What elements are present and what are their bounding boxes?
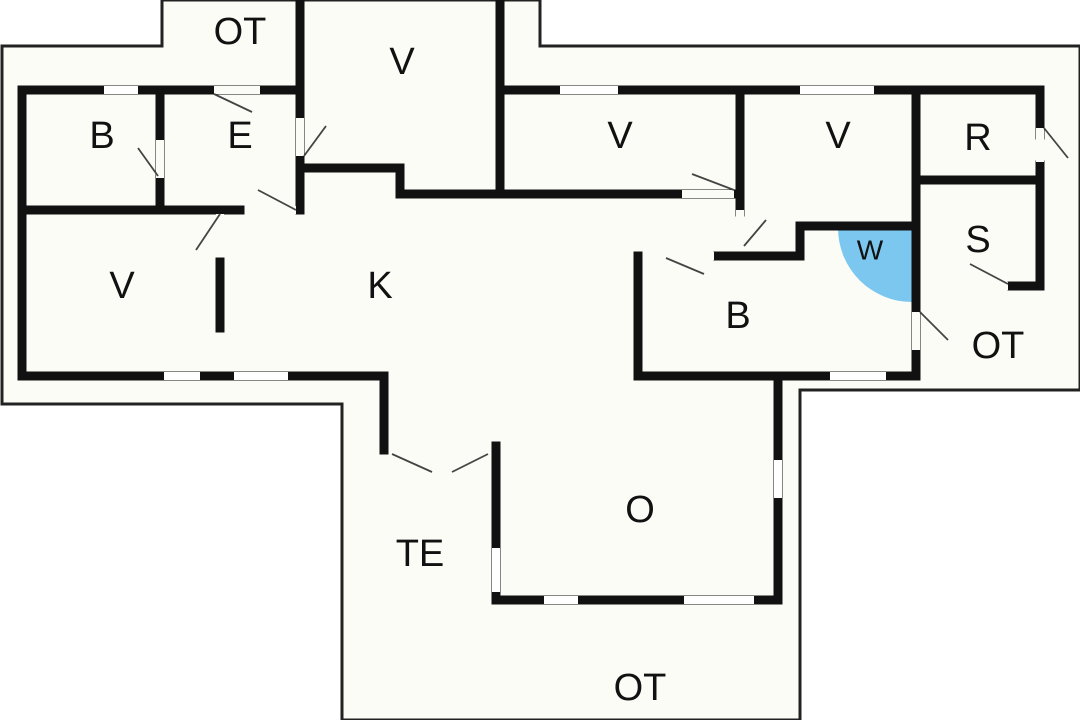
label-ot-right: OT [972, 325, 1025, 367]
label-te: TE [396, 533, 445, 575]
whirlpool-tub [838, 228, 912, 302]
interior-floor-south [382, 374, 778, 600]
label-ot-bottom: OT [614, 667, 667, 709]
label-ot-top: OT [214, 11, 267, 53]
label-v-top: V [389, 41, 415, 83]
label-o: O [625, 489, 655, 531]
interior-floor-west [22, 92, 500, 374]
label-v-mid: V [607, 115, 633, 157]
label-k: K [367, 265, 392, 307]
label-s: S [965, 219, 990, 261]
label-b-left: B [89, 115, 114, 157]
interior-floor-east [500, 92, 1040, 374]
windows [104, 86, 886, 604]
room-labels: OT V B E V V R W S V K B OT O TE OT [89, 11, 1024, 709]
label-e: E [227, 115, 252, 157]
door-swings [137, 93, 1069, 473]
label-b-bath: B [725, 295, 750, 337]
door-openings [156, 86, 1044, 454]
label-v-right: V [825, 115, 851, 157]
label-w: W [857, 235, 884, 266]
label-r: R [964, 117, 991, 159]
label-v-left: V [109, 265, 135, 307]
